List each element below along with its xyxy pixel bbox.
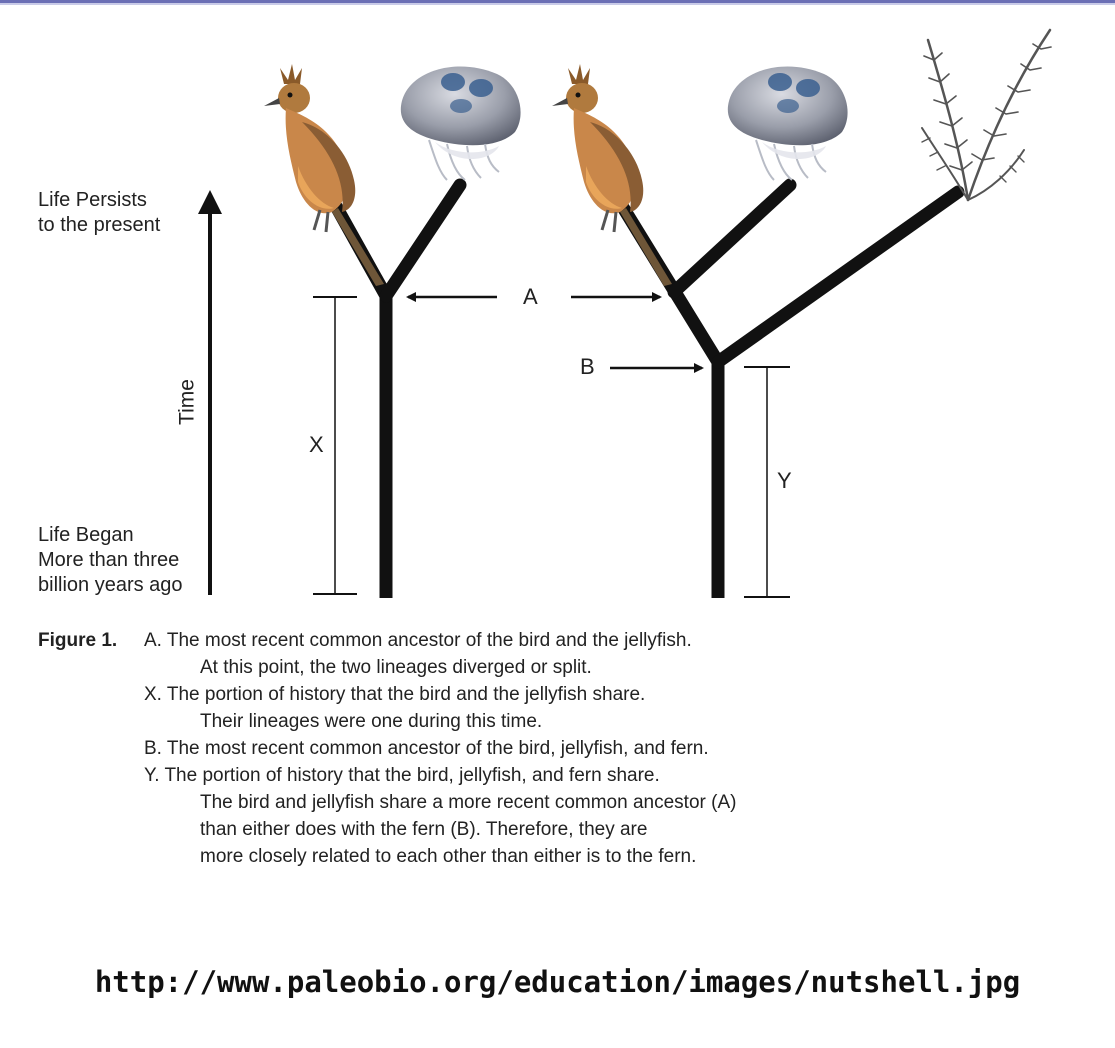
life-persists-line-2: to the present xyxy=(38,213,160,238)
time-axis-label: Time xyxy=(175,379,200,425)
life-began-line-3: billion years ago xyxy=(38,573,183,598)
caption-line: than either does with the fern (B). Ther… xyxy=(38,816,1038,843)
jellyfish-icon xyxy=(728,67,848,180)
caption-text: Y. The portion of history that the bird,… xyxy=(144,762,660,789)
pointer-arrows xyxy=(408,297,702,368)
caption-text: than either does with the fern (B). Ther… xyxy=(200,816,647,843)
caption-text: At this point, the two lineages diverged… xyxy=(200,654,592,681)
left-tree xyxy=(323,183,460,598)
life-persists-label: Life Persists to the present xyxy=(38,188,160,238)
caption-text: Their lineages were one during this time… xyxy=(200,708,542,735)
source-url: http://www.paleobio.org/education/images… xyxy=(0,965,1115,999)
jellyfish-icon xyxy=(401,67,521,180)
caption-text: more closely related to each other than … xyxy=(200,843,696,870)
caption-text: The bird and jellyfish share a more rece… xyxy=(200,789,736,816)
time-arrow-head xyxy=(198,190,222,214)
life-began-line-2: More than three xyxy=(38,548,183,573)
caption-line: Y. The portion of history that the bird,… xyxy=(38,762,1038,789)
caption-line: At this point, the two lineages diverged… xyxy=(38,654,1038,681)
caption-line: Their lineages were one during this time… xyxy=(38,708,1038,735)
figure-caption: Figure 1. A. The most recent common ance… xyxy=(38,627,1038,870)
caption-line: X. The portion of history that the bird … xyxy=(38,681,1038,708)
caption-line: Figure 1. A. The most recent common ance… xyxy=(38,627,1038,654)
life-began-line-1: Life Began xyxy=(38,523,183,548)
caption-line: more closely related to each other than … xyxy=(38,843,1038,870)
caption-text: X. The portion of history that the bird … xyxy=(144,681,645,708)
figure-label: Figure 1. xyxy=(38,627,117,654)
marker-y-label: Y xyxy=(777,468,792,493)
fern-icon xyxy=(922,30,1051,200)
right-tree xyxy=(608,183,958,598)
marker-a-label: A xyxy=(523,284,538,309)
time-axis xyxy=(198,190,222,595)
caption-text: B. The most recent common ancestor of th… xyxy=(144,735,709,762)
caption-line: The bird and jellyfish share a more rece… xyxy=(38,789,1038,816)
life-persists-line-1: Life Persists xyxy=(38,188,160,213)
marker-x-label: X xyxy=(309,432,324,457)
caption-line: B. The most recent common ancestor of th… xyxy=(38,735,1038,762)
marker-b-label: B xyxy=(580,354,595,379)
caption-text: A. The most recent common ancestor of th… xyxy=(144,627,692,654)
life-began-label: Life Began More than three billion years… xyxy=(38,523,183,598)
